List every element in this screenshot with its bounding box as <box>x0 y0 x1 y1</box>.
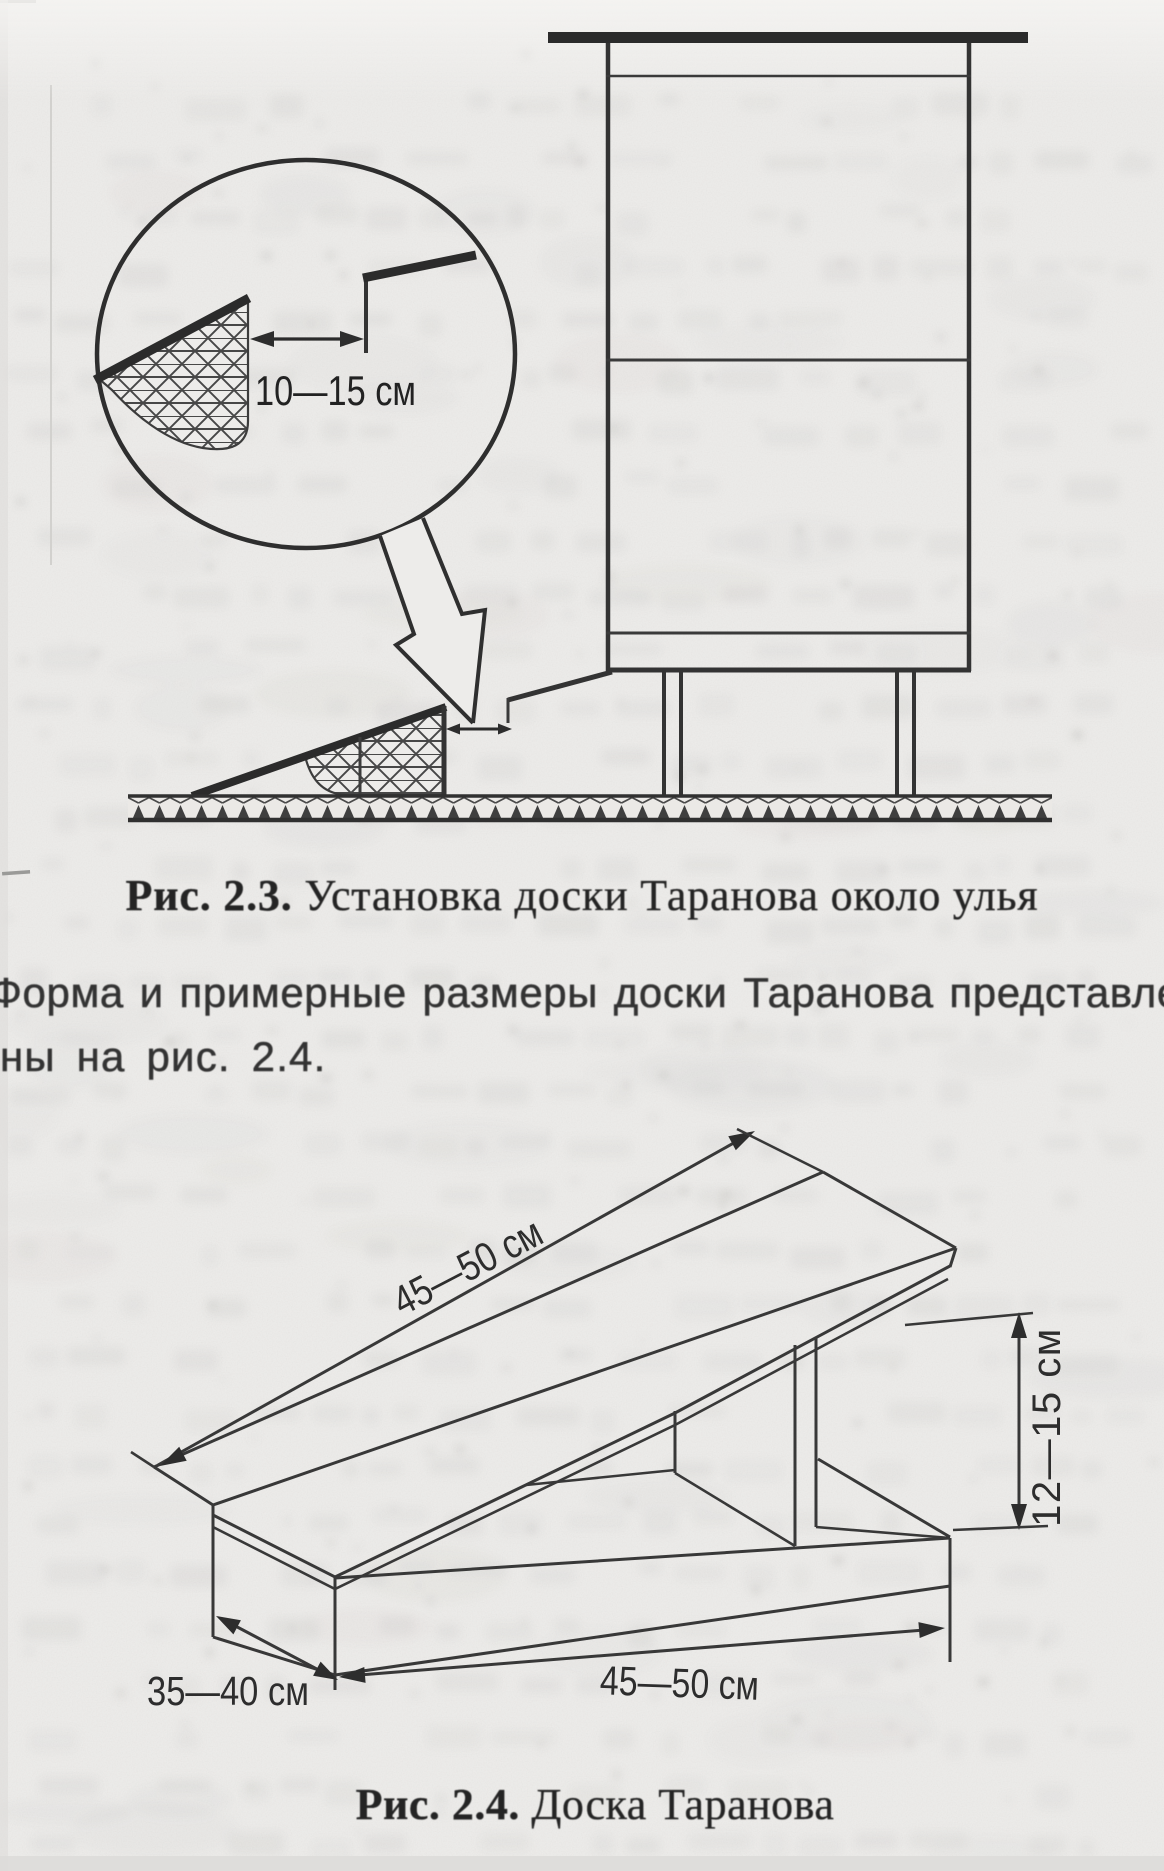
svg-text:35—40 см: 35—40 см <box>147 1668 309 1714</box>
svg-text:12—15 см: 12—15 см <box>1025 1327 1069 1527</box>
svg-text:10—15 см: 10—15 см <box>255 367 416 414</box>
svg-text:45—50 см: 45—50 см <box>599 1657 760 1709</box>
